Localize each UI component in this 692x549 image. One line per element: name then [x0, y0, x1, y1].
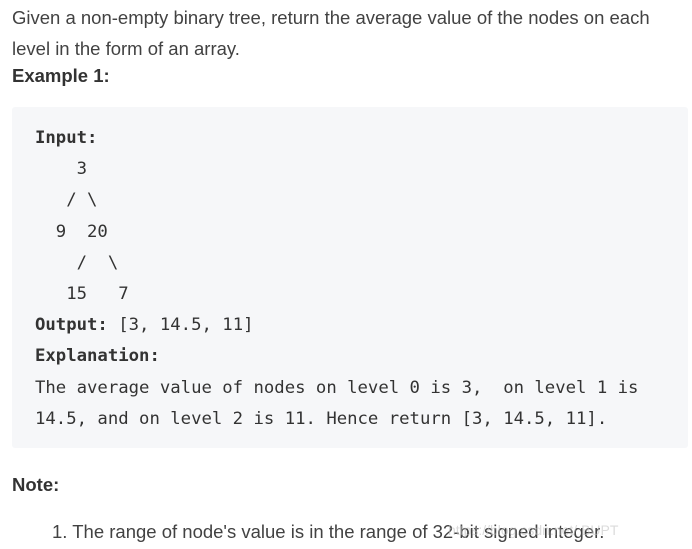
explanation-label: Explanation: [35, 346, 160, 367]
tree-line: / \ [35, 190, 98, 211]
tree-line: 15 7 [35, 284, 129, 305]
example-code: Input: 3 / \ 9 20 / \ 15 7 Output: [3, 1… [35, 123, 638, 435]
example-code-block: Input: 3 / \ 9 20 / \ 15 7 Output: [3, 1… [12, 107, 688, 448]
tree-line: 9 20 [35, 221, 108, 242]
note-item: 1. The range of node's value is in the r… [52, 521, 605, 542]
problem-description: Given a non-empty binary tree, return th… [12, 7, 650, 59]
input-label: Input: [35, 128, 98, 148]
output-value: [3, 14.5, 11] [107, 315, 254, 336]
example-heading: Example 1: [12, 65, 110, 86]
output-label: Output: [35, 315, 108, 336]
explanation-line: The average value of nodes on level 0 is… [35, 377, 639, 398]
explanation-line: 14.5, and on level 2 is 11. Hence return… [35, 408, 608, 429]
note-list: 1. The range of node's value is in the r… [52, 516, 604, 547]
tree-line: / \ [35, 252, 119, 273]
watermark: https://blog.csdn.net/ BUPT [448, 522, 619, 538]
tree-line: 3 [35, 159, 88, 180]
note-heading: Note: [12, 474, 60, 495]
